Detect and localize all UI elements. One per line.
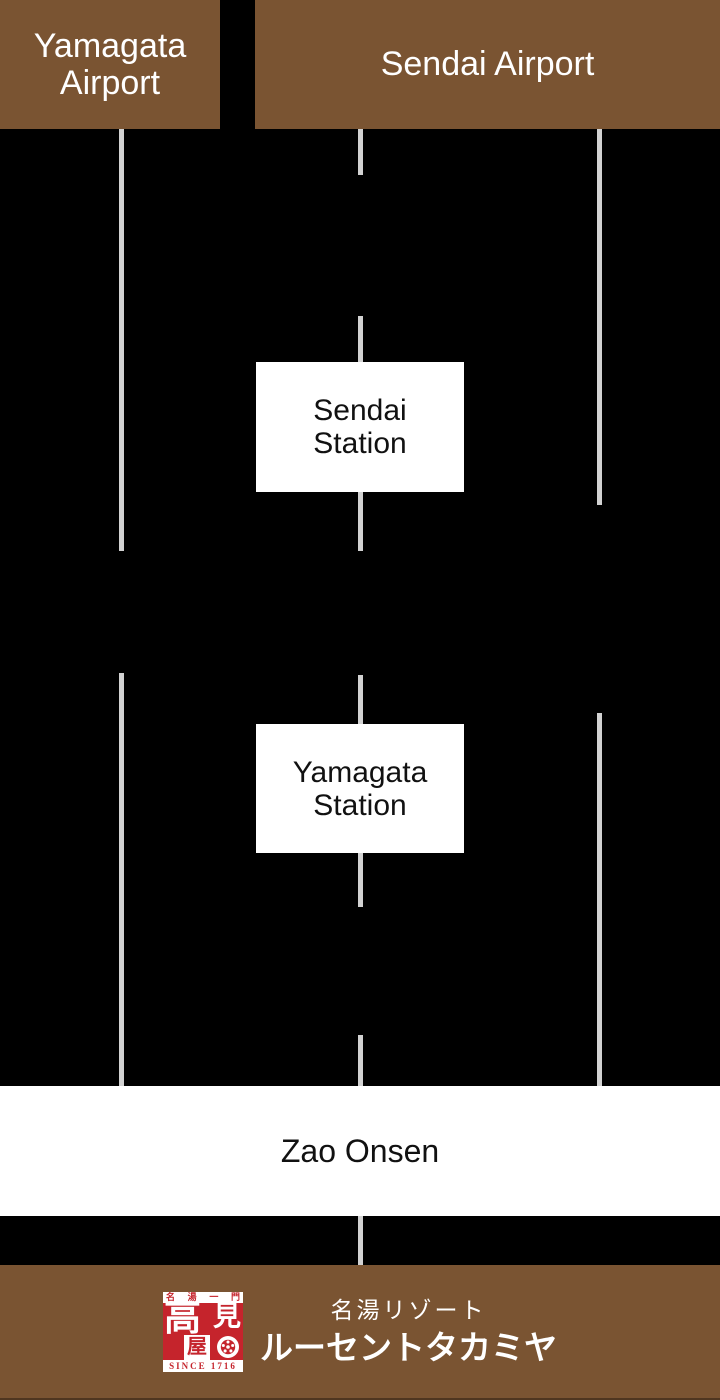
route-line-center-segment-4: [358, 675, 363, 724]
sendai-station-label-line1: Sendai: [313, 394, 407, 427]
route-line-center-segment-2: [358, 316, 363, 362]
seal-since-label: SINCE 1716: [163, 1359, 243, 1372]
route-line-center-segment-7: [358, 1216, 363, 1265]
seal-ya-box: 屋: [184, 1334, 210, 1360]
seal-top-char-4: 門: [230, 1291, 240, 1302]
route-line-right-segment-1: [597, 129, 602, 505]
seal-top-char-1: 名: [166, 1291, 176, 1302]
sendai-airport-label: Sendai Airport: [380, 45, 595, 83]
zao-onsen-label: Zao Onsen: [280, 1133, 440, 1169]
route-line-center-segment-1: [358, 129, 363, 175]
seal-char-ya: 屋: [187, 1336, 207, 1358]
seal-top-label: 名 湯 一 門: [163, 1291, 243, 1303]
seal-body: 高 見 屋: [163, 1302, 243, 1360]
node-zao-onsen: Zao Onsen: [0, 1086, 720, 1216]
takamiya-seal-logo: 名 湯 一 門 高 見 屋: [163, 1291, 243, 1372]
route-line-center-segment-6: [358, 1035, 363, 1086]
route-line-center-segment-3: [358, 492, 363, 551]
seal-top-char-2: 湯: [187, 1291, 197, 1302]
flower-wheel-icon: [220, 1339, 236, 1354]
footer-brand-bar: 名 湯 一 門 高 見 屋: [0, 1265, 720, 1400]
node-sendai-airport: Sendai Airport: [255, 0, 720, 129]
route-line-right-segment-2: [597, 713, 602, 1086]
node-sendai-station: Sendai Station: [256, 362, 464, 492]
route-line-center-segment-5: [358, 853, 363, 907]
yamagata-station-label-line2: Station: [313, 788, 407, 822]
seal-flower-emblem-icon: [217, 1335, 239, 1358]
yamagata-station-label-line1: Yamagata: [292, 755, 428, 789]
route-line-left-segment-2: [119, 673, 124, 1086]
yamagata-airport-label-line2: Airport: [59, 63, 161, 102]
node-yamagata-station: Yamagata Station: [256, 724, 464, 853]
node-yamagata-airport: Yamagata Airport: [0, 0, 220, 129]
sendai-station-label-line2: Station: [313, 427, 407, 460]
brand-text-block: 名湯リゾート ルーセントタカミヤ: [260, 1298, 557, 1366]
seal-top-char-3: 一: [209, 1291, 219, 1302]
seal-char-mi: 見: [212, 1302, 241, 1332]
brand-wordmark-lucent-takamiya: ルーセントタカミヤ: [260, 1328, 557, 1366]
yamagata-airport-label-line1: Yamagata: [33, 26, 187, 65]
brand-subtitle: 名湯リゾート: [330, 1297, 487, 1323]
route-line-left-segment-1: [119, 129, 124, 551]
seal-char-takai: 高: [164, 1302, 201, 1339]
